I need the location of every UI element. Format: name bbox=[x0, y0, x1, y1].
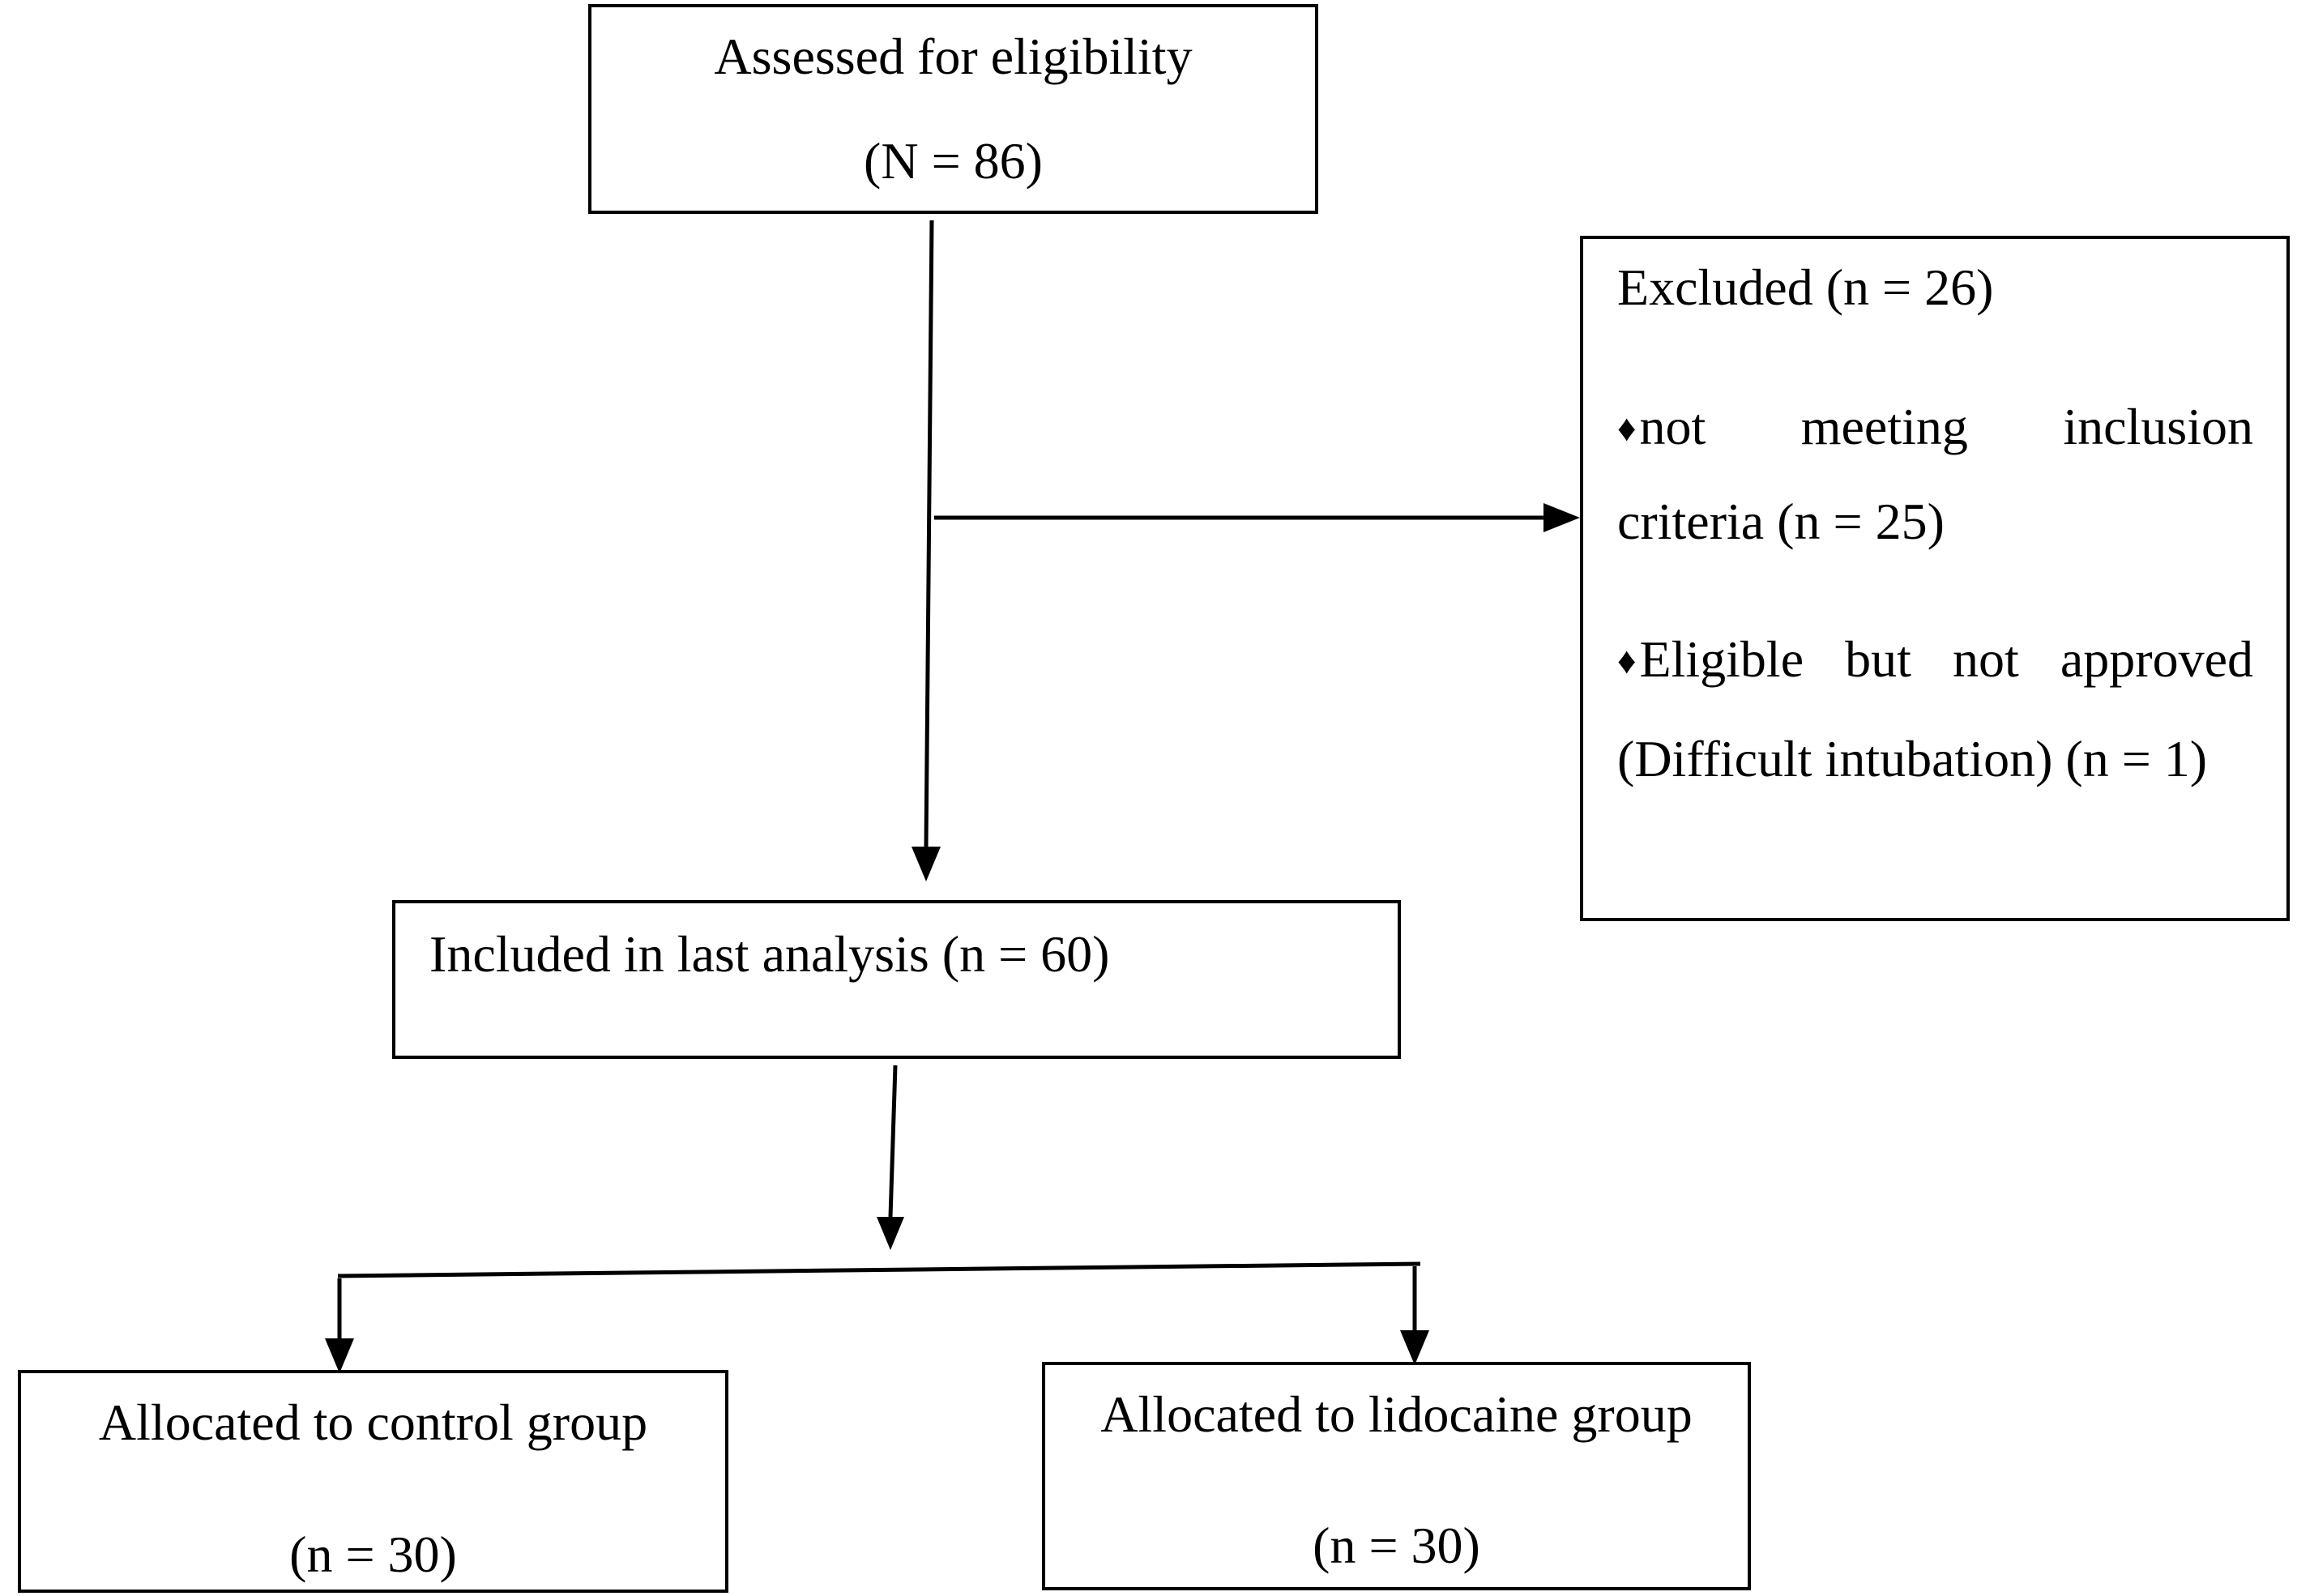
excluded-title: Excluded (n = 26) bbox=[1617, 258, 1994, 316]
arrowhead-included-down bbox=[877, 1217, 904, 1250]
excluded-item2-first: ♦Eligible bbox=[1617, 634, 1804, 685]
lidocaine-title: Allocated to lidocaine group bbox=[1100, 1385, 1693, 1443]
lidocaine-count: (n = 30) bbox=[1313, 1517, 1480, 1574]
arrowhead-to-included bbox=[912, 847, 941, 881]
split-line bbox=[337, 1261, 1421, 1278]
assessed-title: Assessed for eligibility bbox=[714, 28, 1193, 85]
control-title: Allocated to control group bbox=[98, 1393, 648, 1451]
excluded-box bbox=[1580, 236, 2290, 921]
excluded-item1-first: ♦not bbox=[1617, 401, 1706, 453]
excluded-item1-word1: not bbox=[1639, 398, 1706, 455]
diamond-bullet-icon: ♦ bbox=[1617, 408, 1637, 449]
arrowhead-to-excluded bbox=[1543, 503, 1580, 532]
excluded-item2-word3: not bbox=[1953, 630, 2019, 688]
connector-included-down bbox=[888, 1065, 898, 1218]
control-count: (n = 30) bbox=[289, 1526, 457, 1583]
control-box bbox=[18, 1370, 728, 1593]
assessed-box bbox=[588, 4, 1318, 214]
excluded-item1-word3: inclusion bbox=[2063, 398, 2253, 455]
excluded-item1-line2: criteria (n = 25) bbox=[1617, 493, 1945, 550]
arrowhead-to-lidocaine bbox=[1400, 1330, 1429, 1365]
diamond-bullet-icon: ♦ bbox=[1617, 640, 1637, 681]
excluded-item2-line1: ♦Eligible but not approved bbox=[1617, 634, 2253, 685]
excluded-item2-word4: approved bbox=[2060, 630, 2253, 688]
excluded-item1-line1: ♦not meeting inclusion bbox=[1617, 401, 2253, 453]
excluded-item2-word2: but bbox=[1845, 630, 1911, 688]
excluded-item1-word2: meeting bbox=[1800, 398, 1968, 455]
excluded-item2-line2: (Difficult intubation) (n = 1) bbox=[1617, 730, 2208, 787]
included-box bbox=[392, 900, 1401, 1059]
arrowhead-to-control bbox=[325, 1338, 354, 1373]
connector-assessed-to-included bbox=[924, 220, 934, 847]
excluded-item2-word1: Eligible bbox=[1639, 630, 1804, 688]
lidocaine-box bbox=[1042, 1362, 1751, 1590]
included-text: Included in last analysis (n = 60) bbox=[429, 925, 1110, 983]
assessed-count: (N = 86) bbox=[864, 132, 1043, 190]
